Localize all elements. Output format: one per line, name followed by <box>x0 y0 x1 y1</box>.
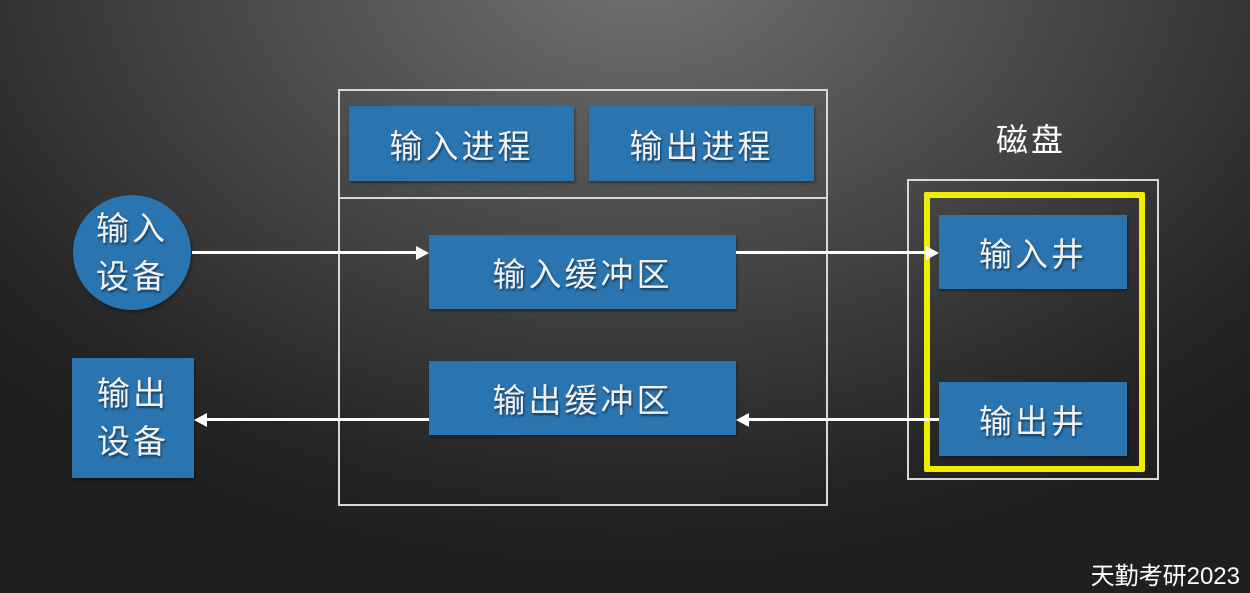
input-process-label: 输入进程 <box>389 126 534 166</box>
input-device-label-2: 设备 <box>96 256 168 296</box>
arrow-buffer-to-device <box>206 418 429 421</box>
output-well-label: 输出井 <box>979 402 1087 441</box>
arrow-buffer-to-well <box>736 251 927 254</box>
input-device-circle: 输入 设备 <box>73 195 191 310</box>
highlight-box <box>924 192 1145 472</box>
output-buffer-label: 输出缓冲区 <box>492 381 673 420</box>
output-device-label-2: 设备 <box>97 422 169 461</box>
disk-label: 磁盘 <box>996 121 1067 159</box>
output-well-box: 输出井 <box>939 382 1127 456</box>
input-well-label: 输入井 <box>979 235 1087 274</box>
output-device-label-1: 输出 <box>97 374 169 413</box>
arrowhead-icon <box>416 246 429 260</box>
output-process-label: 输出进程 <box>629 126 774 166</box>
system-frame-bottom <box>338 197 828 506</box>
input-well-box: 输入井 <box>939 215 1127 289</box>
input-buffer-box: 输入缓冲区 <box>429 235 736 309</box>
arrowhead-icon <box>194 413 207 427</box>
input-process-box: 输入进程 <box>349 106 574 181</box>
arrowhead-icon <box>926 246 939 260</box>
output-buffer-box: 输出缓冲区 <box>429 361 736 435</box>
arrow-well-to-buffer <box>748 418 939 421</box>
output-process-box: 输出进程 <box>589 106 814 181</box>
disk-frame <box>907 179 1159 480</box>
input-buffer-label: 输入缓冲区 <box>492 255 673 294</box>
output-device-box: 输出 设备 <box>72 358 194 478</box>
arrow-device-to-buffer <box>192 251 417 254</box>
arrowhead-icon <box>736 413 749 427</box>
input-device-label-1: 输入 <box>96 208 168 248</box>
watermark: 天勤考研2023 <box>1090 563 1240 590</box>
